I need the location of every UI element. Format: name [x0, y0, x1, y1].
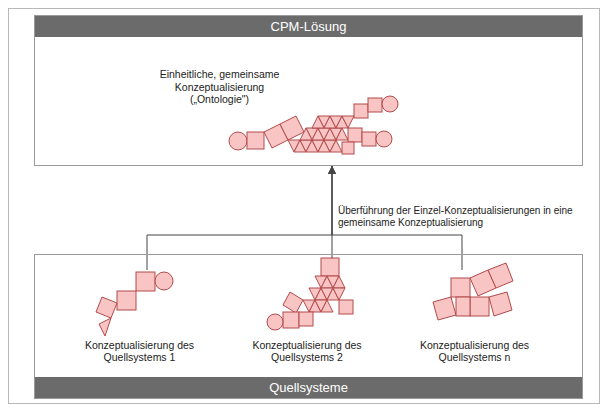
solution-panel: CPM-LösungEinheitliche, gemeinsame Konze…	[34, 15, 583, 166]
arrow-caption: Überführung der Einzel-Konzeptualisierun…	[338, 205, 578, 229]
source-figure-2	[267, 258, 353, 330]
panel-heading: Quellsysteme	[35, 377, 582, 398]
ontology-figure	[229, 96, 398, 154]
source-concept: Konzeptualisierung des Quellsystems 1	[77, 270, 202, 364]
source-concept: Konzeptualisierung des Quellsystems n	[412, 270, 537, 364]
source-concept: Konzeptualisierung des Quellsystems 2	[242, 258, 372, 364]
concept-label: Konzeptualisierung des Quellsystems 1	[77, 339, 202, 364]
concept-label: Einheitliche, gemeinsame Konzeptualisier…	[152, 68, 287, 106]
panel-heading: CPM-Lösung	[35, 16, 582, 37]
source-figure-1	[96, 272, 173, 336]
source-panel: Quellsysteme Konzeptualisierung des Quell…	[34, 254, 583, 399]
source-figure-n	[433, 263, 513, 320]
concept-label: Konzeptualisierung des Quellsystems n	[412, 339, 537, 364]
ontology-concept: Einheitliche, gemeinsame Konzeptualisier…	[152, 68, 402, 166]
concept-label: Konzeptualisierung des Quellsystems 2	[242, 339, 372, 364]
